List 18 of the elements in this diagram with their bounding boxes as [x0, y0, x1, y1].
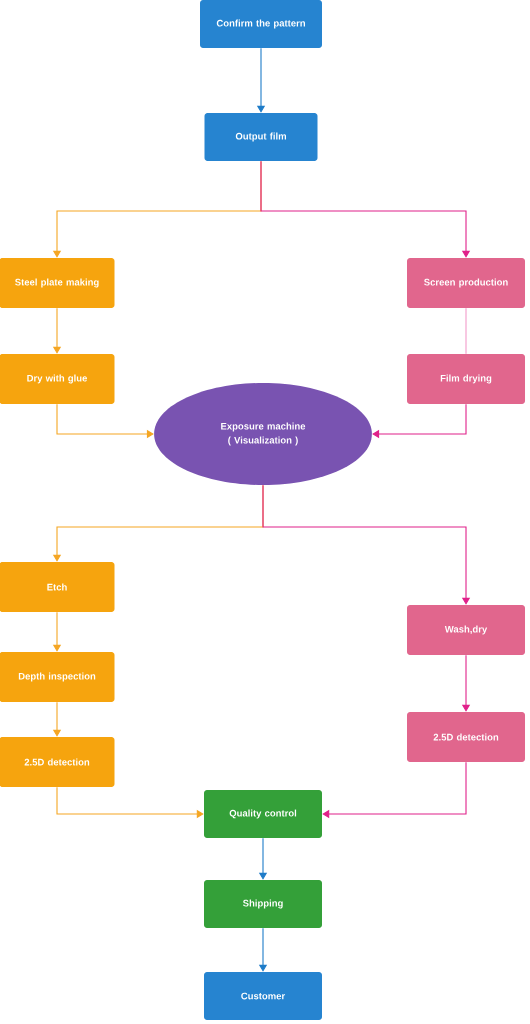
arrow: [260, 160, 471, 258]
process-box: Shipping: [204, 880, 322, 928]
process-box: Film drying: [407, 354, 525, 404]
process-box: Quality control: [204, 790, 322, 838]
arrow: [262, 484, 471, 605]
process-box: Screen production: [407, 258, 525, 308]
process-box: 2.5D detection: [407, 712, 525, 762]
process-box: Output film: [204, 113, 318, 161]
arrow: [322, 761, 467, 819]
process-box: Customer: [204, 972, 322, 1020]
process-box: Confirm the pattern: [200, 0, 322, 48]
process-box: Depth inspection: [0, 652, 115, 702]
process-box: Etch: [0, 562, 115, 612]
process-box: Wash,dry: [407, 605, 525, 655]
arrow: [372, 403, 467, 439]
process-box: 2.5D detection: [0, 737, 115, 787]
process-box: Steel plate making: [0, 258, 115, 308]
process-box: Dry with glue: [0, 354, 115, 404]
